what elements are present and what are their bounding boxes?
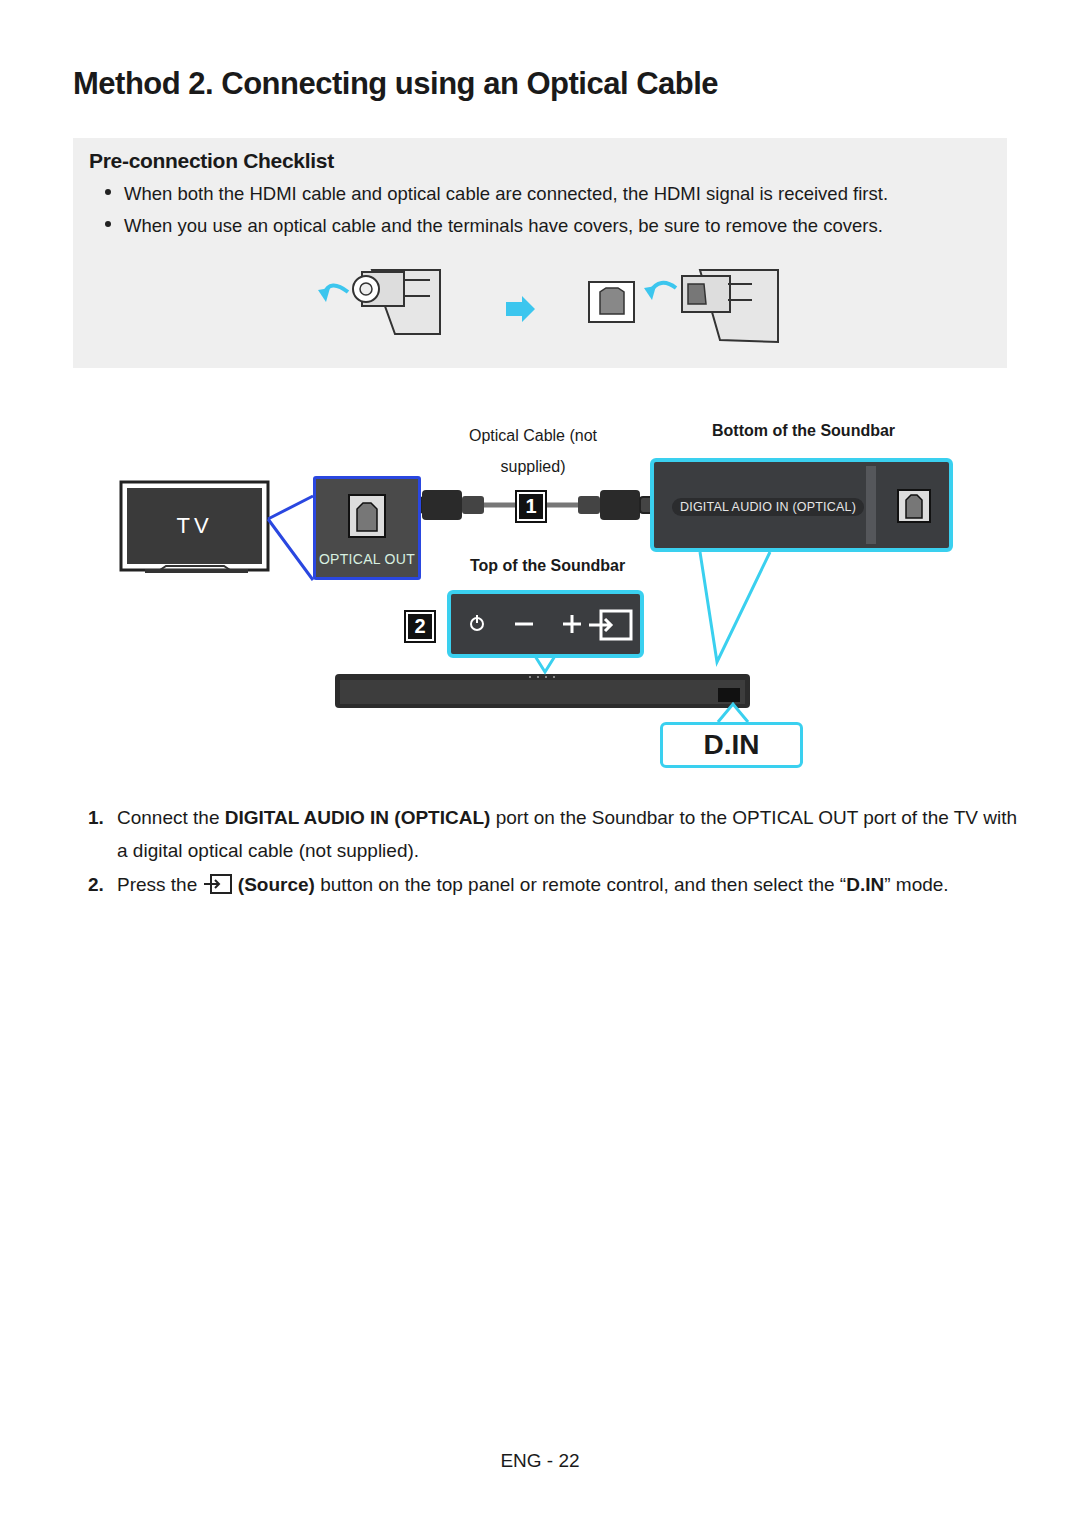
step-text: button on the top panel or remote contro… xyxy=(320,874,846,895)
soundbar-illustration xyxy=(335,674,750,708)
panel-heading-outside: Top of the Soundbar xyxy=(470,557,625,575)
step-text: ” mode. xyxy=(884,874,948,895)
step-body: Press the (Source) button on the top pan… xyxy=(117,868,1018,901)
panel-divider xyxy=(866,466,876,544)
step-text: Connect the xyxy=(117,807,219,828)
mode-display: D.IN xyxy=(660,722,803,768)
checklist-panel-bg xyxy=(73,138,1007,368)
tv-label: TV xyxy=(176,513,212,539)
step: 1. Connect the DIGITAL AUDIO IN (OPTICAL)… xyxy=(88,801,1018,867)
mode-text: D.IN xyxy=(704,729,760,761)
soundbar-top-panel: Top of the Soundbar xyxy=(447,590,644,658)
bullet-dot xyxy=(105,189,111,195)
step-text: Press the xyxy=(117,874,197,895)
mode-name: D.IN xyxy=(846,874,884,895)
callout-number: 2 xyxy=(406,612,434,641)
source-icon xyxy=(203,873,233,895)
bullet-text: When both the HDMI cable and optical cab… xyxy=(124,183,888,204)
optical-port-and-plug xyxy=(589,270,778,342)
page-title: Method 2. Connecting using an Optical Ca… xyxy=(73,66,718,102)
port-name: DIGITAL AUDIO IN (OPTICAL) xyxy=(225,807,491,828)
port-label: OPTICAL OUT xyxy=(316,551,418,567)
checklist-panel: Pre-connection ChecklistWhen both the HD… xyxy=(73,138,1007,368)
step-number: 2. xyxy=(88,868,104,901)
panel-heading: Pre-connection Checklist xyxy=(89,149,991,173)
top-pointer xyxy=(535,656,555,672)
optical-out-port-box: OPTICAL OUT xyxy=(313,476,421,580)
callout-number: 1 xyxy=(517,492,545,521)
step-number: 1. xyxy=(88,801,104,834)
plug-with-cap xyxy=(318,270,440,334)
bullet-text: When you use an optical cable and the te… xyxy=(124,215,883,236)
din-pointer xyxy=(718,704,748,722)
step: 2. Press the (Source) button on the top p… xyxy=(88,868,1018,901)
step-body: Connect the DIGITAL AUDIO IN (OPTICAL) p… xyxy=(117,801,1018,867)
panel-heading-outside: Bottom of the Soundbar xyxy=(712,422,895,440)
soundbar-bottom-panel: Bottom of the SoundbarDIGITAL AUDIO IN (… xyxy=(650,458,953,552)
tv-screen: TV xyxy=(127,488,262,564)
bullet-row: When both the HDMI cable and optical cab… xyxy=(89,181,991,207)
tv-illustration xyxy=(121,482,268,573)
optical-port-icon xyxy=(894,486,934,526)
button-name: (Source) xyxy=(238,874,315,895)
bottom-pointer xyxy=(700,552,770,662)
cable-label: Optical Cable (not supplied) xyxy=(468,420,598,482)
optical-port-icon xyxy=(317,481,417,551)
next-arrow xyxy=(506,296,535,322)
page-number: ENG - 22 xyxy=(440,1450,640,1472)
zoom-leader xyxy=(268,496,313,580)
bullet-row: When you use an optical cable and the te… xyxy=(89,213,991,239)
port-label: DIGITAL AUDIO IN (OPTICAL) xyxy=(672,498,864,516)
top-buttons-icons xyxy=(451,594,640,654)
bullet-dot xyxy=(105,221,111,227)
